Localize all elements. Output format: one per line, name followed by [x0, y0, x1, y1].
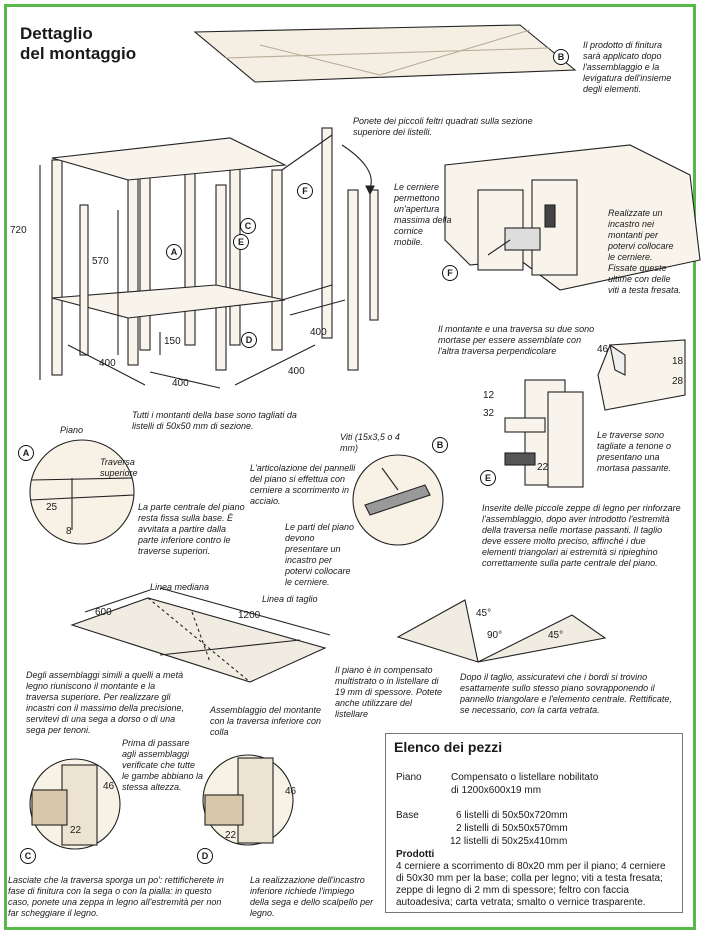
- title-line2: del montaggio: [20, 44, 137, 63]
- dim-12: 12: [483, 390, 495, 401]
- dim-570: 570: [92, 256, 109, 267]
- parts-base2: 2 listelli di 50x50x570mm: [456, 823, 568, 834]
- page-title: Dettaglio del montaggio: [20, 24, 136, 64]
- title-line1: Dettaglio: [20, 24, 93, 43]
- angle-45b: 45°: [548, 630, 564, 641]
- note-recess: Realizzate un incastro nei montanti per …: [608, 208, 682, 295]
- parts-base-label: Base: [396, 810, 419, 821]
- dim-22a: 22: [537, 462, 549, 473]
- parts-prodotti-text: 4 cerniere a scorrimento di 80x20 mm per…: [396, 861, 666, 908]
- note-saw: La realizzazione dell'incastro inferiore…: [250, 875, 374, 918]
- dim-28: 28: [672, 376, 684, 387]
- dim-32: 32: [483, 408, 495, 419]
- angle-90: 90°: [487, 630, 503, 641]
- parts-base1: 6 listelli di 50x50x720mm: [456, 810, 568, 821]
- note-mortise: Il montante e una traversa su due sono m…: [438, 324, 595, 356]
- label-piano: Piano: [60, 425, 84, 435]
- note-protrude: Lasciate che la traversa sporga un po': …: [8, 875, 224, 918]
- parts-piano-desc1: Compensato o listellare nobilitato: [451, 772, 599, 783]
- note-central: La parte centrale del piano resta fissa …: [138, 502, 245, 556]
- marker-b-detail: B: [432, 437, 448, 453]
- label-linea-taglio: Linea di taglio: [262, 594, 318, 604]
- parts-piano-label: Piano: [396, 772, 422, 783]
- marker-c: C: [240, 218, 256, 234]
- note-plywood: Il piano è in compensato multistrato o i…: [335, 665, 443, 719]
- note-halflap: Degli assemblaggi simili a quelli a metà…: [26, 670, 185, 735]
- note-base: Tutti i montanti della base sono tagliat…: [132, 410, 297, 431]
- note-tenon: Le traverse sono tagliate a tenone o pre…: [597, 430, 672, 473]
- note-legs-check: Prima di passare agli assemblaggi verifi…: [122, 738, 204, 792]
- note-articulation: L'articolazione dei pannelli del piano s…: [250, 463, 356, 506]
- parts-heading: Elenco dei pezzi: [394, 739, 503, 755]
- dim-1200: 1200: [238, 610, 261, 621]
- dim-46b: 46: [103, 781, 115, 792]
- detail-d-drawing: [202, 754, 294, 846]
- note-edges: Dopo il taglio, assicuratevi che i bordi…: [460, 672, 672, 715]
- dim-400b: 400: [172, 378, 189, 389]
- dim-600: 600: [95, 607, 112, 618]
- marker-f: F: [297, 183, 313, 199]
- parts-base3: 12 listelli di 50x25x410mm: [450, 836, 568, 847]
- detail-c-drawing: [29, 758, 121, 850]
- note-wedges: Inserite delle piccole zeppe di legno pe…: [482, 503, 681, 568]
- note-hinges: Le cerniere permettono un'apertura massi…: [394, 182, 452, 247]
- cut-panel-drawing: [70, 587, 331, 683]
- detail-b-drawing: [352, 454, 444, 546]
- marker-d: D: [241, 332, 257, 348]
- dim-22c: 22: [225, 830, 237, 841]
- marker-f-detail: F: [442, 265, 458, 281]
- dim-400a: 400: [99, 358, 116, 369]
- angle-45a: 45°: [476, 608, 492, 619]
- parts-prodotti-label: Prodotti: [396, 849, 435, 860]
- marker-a: A: [166, 244, 182, 260]
- dim-8: 8: [66, 526, 72, 537]
- dim-720: 720: [10, 225, 27, 236]
- marker-c-detail: C: [20, 848, 36, 864]
- label-linea-mediana: Linea mediana: [150, 582, 210, 592]
- parts-piano-desc2: di 1200x600x19 mm: [451, 785, 542, 796]
- note-panel-parts: Le parti del piano devono presentare un …: [285, 522, 355, 587]
- dim-400c: 400: [288, 366, 305, 377]
- dim-22b: 22: [70, 825, 82, 836]
- detail-a-drawing: [29, 439, 135, 545]
- note-finish: Il prodotto di finitura sarà applicato d…: [583, 40, 672, 94]
- label-traversa: Traversa superiore: [100, 457, 138, 478]
- dim-150: 150: [164, 336, 181, 347]
- label-viti: Viti (15x3,5 o 4 mm): [340, 432, 400, 453]
- page-border: [4, 4, 696, 930]
- marker-e-detail: E: [480, 470, 496, 486]
- dim-46c: 46: [285, 786, 297, 797]
- base-frame-drawing: [51, 127, 379, 376]
- dim-18: 18: [672, 356, 684, 367]
- triangles-drawing: [396, 599, 607, 663]
- marker-a-detail: A: [18, 445, 34, 461]
- note-felt: Ponete dei piccoli feltri quadrati sulla…: [353, 116, 533, 137]
- marker-b-top: B: [553, 49, 569, 65]
- note-lower-joint: Assemblaggio del montante con la travers…: [210, 705, 322, 737]
- parts-list-box: Elenco dei pezzi Piano Compensato o list…: [385, 733, 683, 913]
- hinge-detail-drawing: [444, 144, 701, 291]
- mortise-detail-drawing: [504, 339, 686, 488]
- dim-25: 25: [46, 502, 58, 513]
- dim-46a: 46: [597, 344, 609, 355]
- dim-400d: 400: [310, 327, 327, 338]
- marker-e: E: [233, 234, 249, 250]
- marker-d-detail: D: [197, 848, 213, 864]
